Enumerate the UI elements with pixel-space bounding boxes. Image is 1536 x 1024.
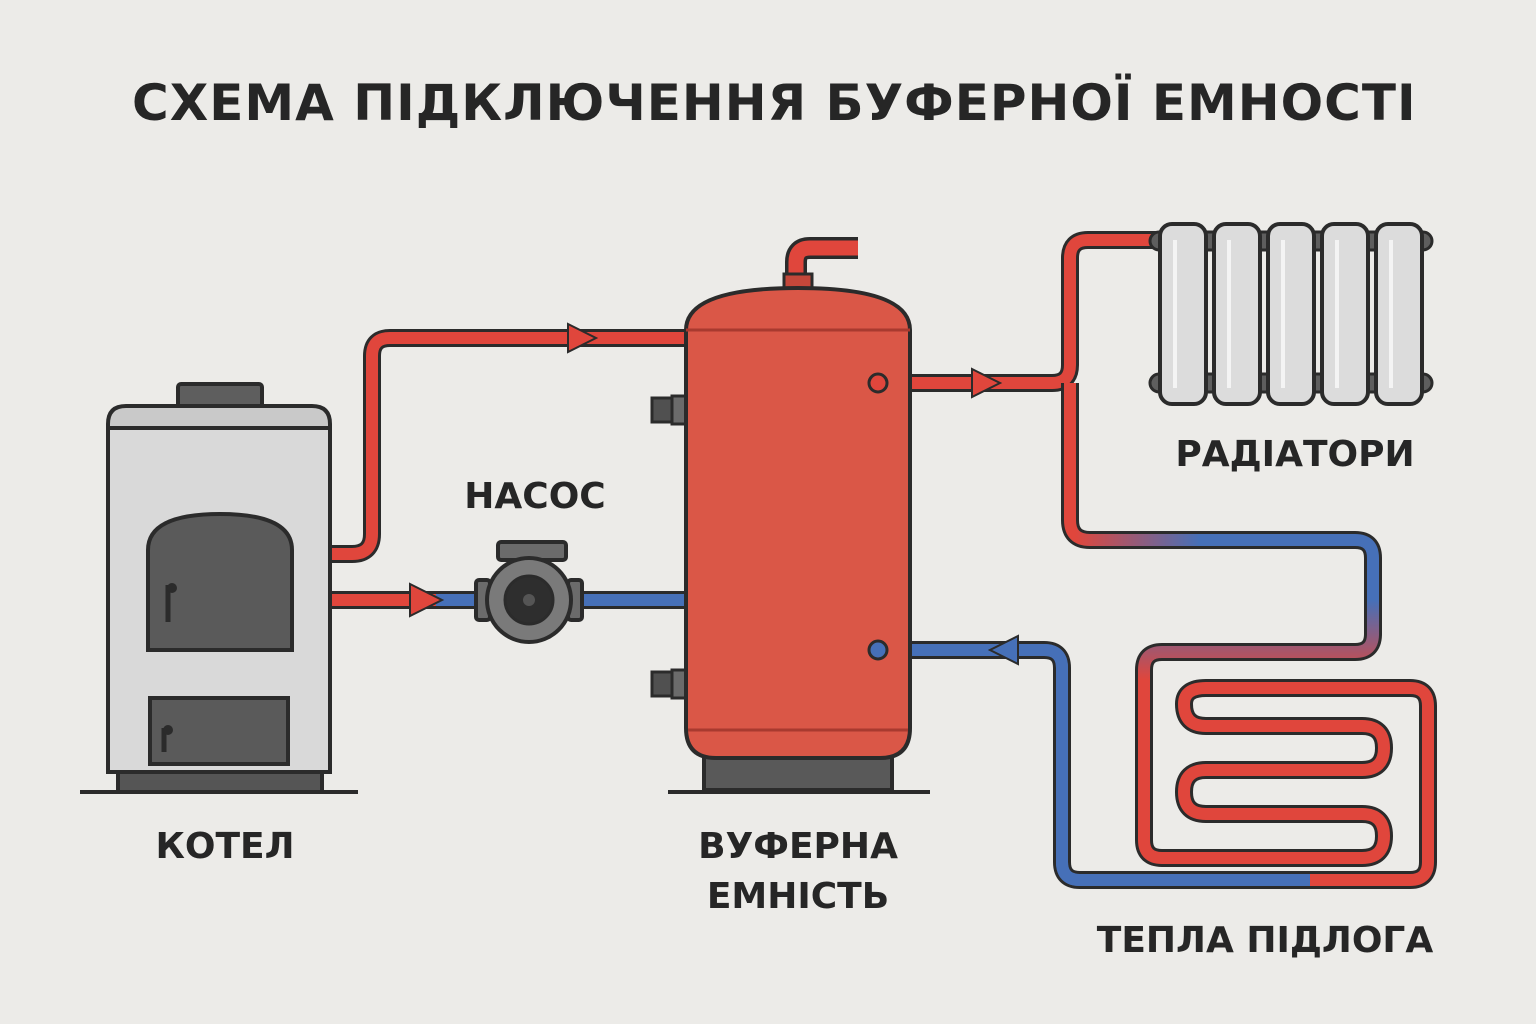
flow-arrow-icon	[987, 634, 1019, 666]
radiator	[1148, 222, 1434, 406]
label-radiators: РАДІАТОРИ	[1175, 434, 1415, 475]
supply-pipe-tank-to-heating	[880, 231, 1200, 549]
label-pump: НАСОС	[464, 476, 606, 517]
radiator-section	[1320, 222, 1370, 406]
flow-arrow-icon	[567, 322, 599, 354]
label-buffer-line1: ВУФЕРНА	[698, 826, 898, 867]
label-buffer-line2: ЕМНІСТЬ	[706, 876, 890, 917]
return-pipe-pump-to-boiler	[330, 582, 690, 618]
radiator-section	[1266, 222, 1316, 406]
pipe-radiators-to-floor	[1135, 531, 1382, 867]
label-floor-heating: ТЕПЛА ПІДЛОГА	[1096, 920, 1434, 961]
radiator-section	[1158, 222, 1208, 406]
radiator-section	[1212, 222, 1262, 406]
boiler	[80, 382, 358, 794]
return-pipe-floor-to-tank	[880, 634, 1310, 889]
label-boiler: КОТЕЛ	[155, 826, 295, 867]
flow-arrow-icon	[971, 367, 1003, 399]
circulation-pump	[474, 540, 584, 644]
flow-arrow-icon	[409, 582, 445, 618]
radiator-section	[1374, 222, 1424, 406]
floor-heating-coil	[1175, 679, 1437, 889]
supply-pipe-boiler-to-tank	[290, 322, 690, 563]
diagram-title: СХЕМА ПІДКЛЮЧЕННЯ БУФЕРНОЇ ЕМНОСТІ	[132, 74, 1417, 132]
buffer-tank	[650, 237, 930, 794]
boiler-ash-door	[148, 696, 290, 766]
boiler-firebox-door	[146, 511, 294, 652]
